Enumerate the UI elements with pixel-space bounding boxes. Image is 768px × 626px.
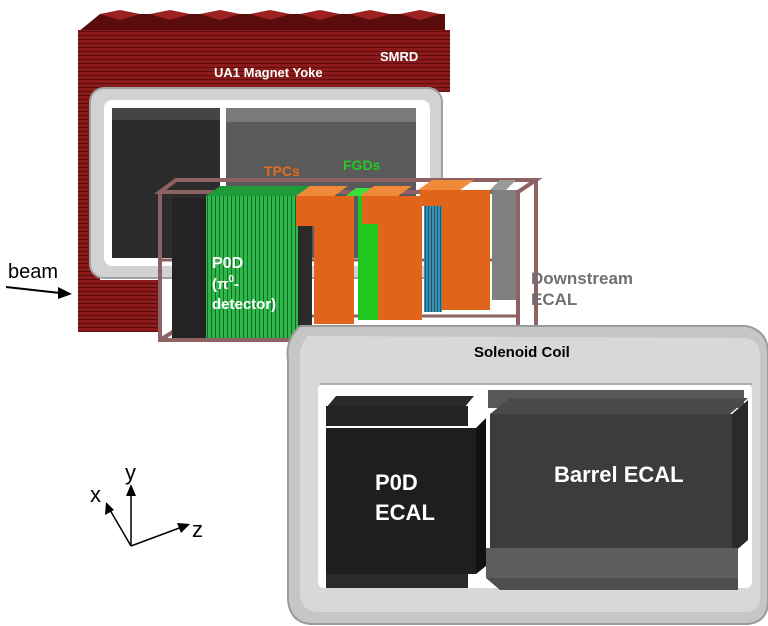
p0d-ecal-label-line1: P0D — [375, 470, 418, 495]
p0d-label: P0D (π0- detector) — [212, 255, 276, 313]
p0d-label-line1: P0D — [212, 255, 243, 272]
p0d-ecal-label-line2: ECAL — [375, 500, 435, 525]
magnet-yoke-label: UA1 Magnet Yoke — [214, 65, 323, 80]
coordinate-axes — [105, 484, 190, 547]
fgd-2 — [424, 198, 442, 312]
barrel-ecal-label: Barrel ECAL — [554, 462, 684, 487]
p0d-detector — [172, 186, 312, 338]
downstream-ecal — [490, 180, 516, 300]
fgds-label: FGDs — [343, 157, 381, 173]
p0d-ecal — [326, 396, 486, 588]
smrd-label: SMRD — [380, 49, 418, 64]
beam-arrow — [5, 286, 72, 299]
x-axis-label: x — [90, 482, 101, 507]
p0d-label-line2: (π0- — [212, 274, 239, 293]
z-axis-label: z — [192, 517, 203, 542]
tpc-2 — [360, 186, 422, 320]
tpc-3 — [418, 180, 490, 310]
tpcs-label: TPCs — [264, 163, 300, 179]
y-axis-label: y — [125, 460, 136, 485]
solenoid-coil-label: Solenoid Coil — [474, 344, 570, 361]
beam-label: beam — [8, 261, 58, 283]
p0d-label-line3: detector) — [212, 296, 276, 313]
downstream-ecal-label-line1: Downstream — [531, 269, 633, 288]
downstream-ecal-label-line2: ECAL — [531, 290, 577, 309]
tpc-1 — [296, 186, 354, 324]
barrel-ecal — [486, 390, 748, 590]
